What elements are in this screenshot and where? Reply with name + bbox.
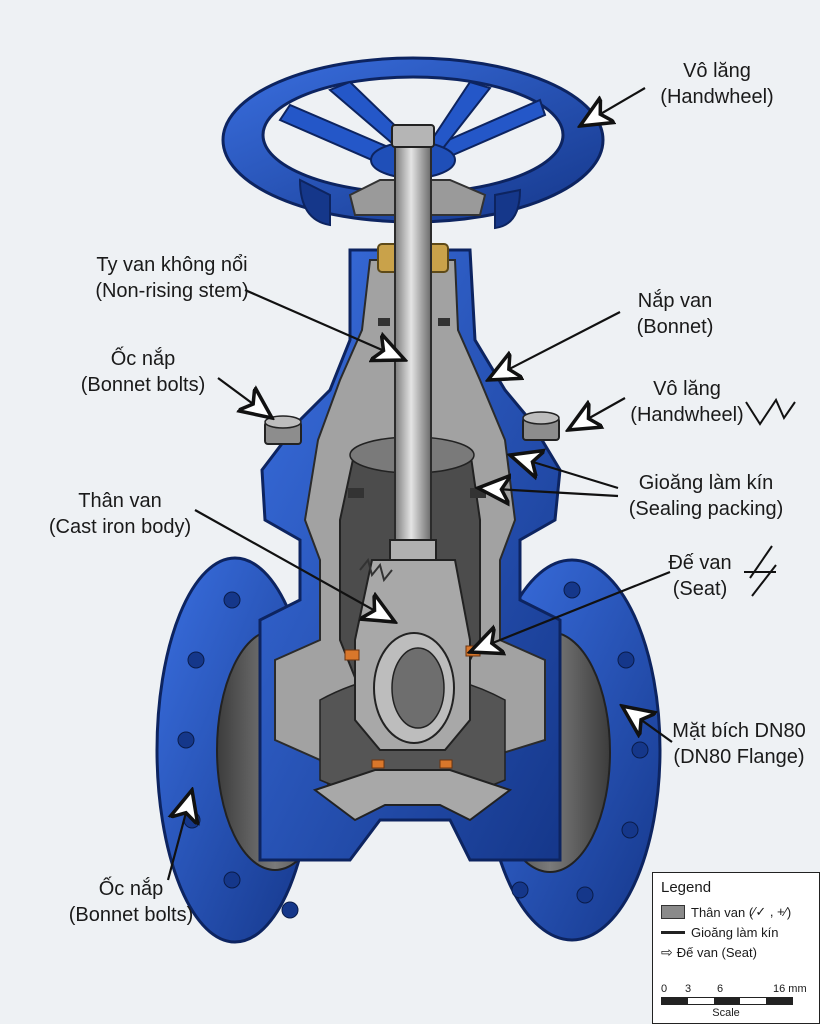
scale-tick-6: 6: [717, 983, 724, 995]
label-bonnet-bolts-bottom: Ốc nắp(Bonnet bolts): [68, 878, 194, 926]
label-bonnet-bolts-left: Ốc nắp(Bonnet bolts): [80, 348, 206, 396]
legend-seat-label: Đế van (Seat): [676, 944, 757, 960]
scale-bar-graphic: [661, 997, 793, 1005]
legend-panel: Legend Thân van ( ⁄✓ , +⁄ ) Gioăng làm k…: [652, 872, 820, 1024]
handwheel: [221, 56, 605, 230]
gate-wedge: [354, 557, 471, 751]
label-packing: Gioăng làm kín(Sealing packing): [628, 472, 784, 520]
legend-row-packing: Gioăng làm kín: [661, 922, 811, 942]
label-handwheel-mid: Vô lăng(Handwheel): [630, 378, 744, 426]
legend-body-label: Thân van (: [691, 904, 754, 920]
scale-ticks: 0 3 6 16 mm: [661, 983, 811, 997]
scale-bar: 0 3 6 16 mm Scale: [661, 983, 811, 1019]
stem: [389, 124, 437, 591]
legend-title: Legend: [661, 879, 712, 896]
label-flange: Mặt bích DN80(DN80 Flange): [672, 720, 806, 768]
packing-swatch: [661, 930, 685, 934]
label-body: Thân van(Cast iron body): [48, 490, 192, 538]
scale-label: Scale: [712, 1007, 740, 1019]
legend-body-close: ): [786, 904, 792, 920]
scale-tick-16: 16 mm: [773, 983, 807, 995]
legend-row-seat: ⇨ Đế van (Seat): [661, 942, 811, 962]
annotation-symbols: [744, 397, 796, 597]
leader-arrows: [168, 87, 673, 881]
label-seat: Đế van(Seat): [668, 552, 732, 600]
scale-tick-0: 0: [661, 983, 668, 995]
label-stem: Ty van không nổi(Non-rising stem): [95, 254, 249, 302]
label-handwheel-top: Vô lăng(Handwheel): [660, 60, 774, 108]
legend-row-body: Thân van ( ⁄✓ , +⁄ ): [661, 902, 811, 922]
body-swatch: [661, 905, 685, 919]
arrow-icon: ⇨: [661, 943, 673, 960]
legend-body-symbols: ⁄✓ , +⁄: [753, 904, 787, 919]
legend-packing-label: Gioăng làm kín: [691, 924, 779, 940]
scale-tick-3: 3: [685, 983, 692, 995]
bonnet-bolts: [264, 411, 560, 445]
label-bonnet: Nắp van(Bonnet): [636, 290, 714, 338]
